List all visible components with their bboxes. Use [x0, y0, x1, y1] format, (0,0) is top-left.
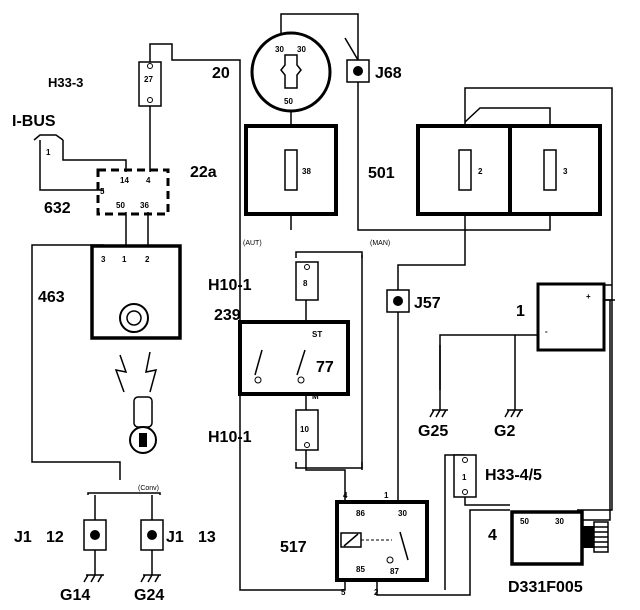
battery-minus: -	[545, 327, 548, 336]
fuse-3-num: 3	[563, 167, 568, 176]
fuse-box-38: 38	[244, 124, 338, 216]
fuse-h33-4-5: 1	[453, 454, 477, 498]
r517-pin-5: 5	[341, 588, 346, 597]
starter-motor: 50 30	[510, 510, 609, 566]
connector-j1-12	[83, 519, 107, 551]
label-517: 517	[280, 539, 307, 556]
starter-gear-icon	[593, 521, 609, 553]
label-aut: (AUT)	[243, 240, 262, 247]
ground-g14-icon	[83, 574, 104, 583]
ibus-pin: 1	[46, 148, 51, 157]
relay-517: 4 1 86 30 85 87 5 2	[335, 491, 429, 597]
h33-45-pin: 1	[462, 473, 467, 482]
m632-pin-5: 5	[100, 187, 105, 196]
m632-pin-36: 36	[140, 201, 149, 210]
label-h10-top: H10-1	[208, 277, 252, 294]
connector-j1-13	[140, 519, 164, 551]
label-463: 463	[38, 289, 65, 306]
m632-pin-50: 50	[116, 201, 125, 210]
label-g14: G14	[60, 587, 90, 604]
module-632: 5 14 4 50 36	[96, 168, 170, 216]
ecu-pin-2: 2	[145, 255, 150, 264]
r517-pin-85: 85	[356, 565, 365, 574]
fuse-h33-3: 27	[138, 61, 162, 107]
sw-pin-77: 77	[316, 359, 334, 376]
ecu-463: 3 1 2	[90, 244, 182, 340]
key-icon	[129, 396, 157, 454]
connector-j68	[346, 59, 370, 83]
r517-pin-30: 30	[398, 509, 407, 518]
label-632: 632	[44, 200, 71, 217]
ground-g25-icon	[429, 409, 448, 418]
fuse-h10-bottom: 10	[295, 409, 319, 451]
label-j1-left-num: 12	[46, 529, 64, 546]
label-j57: J57	[414, 295, 441, 312]
fuse-h10-top: 8	[295, 261, 319, 301]
label-man: (MAN)	[370, 240, 390, 247]
label-22a: 22a	[190, 164, 217, 181]
r517-pin-1: 1	[384, 491, 389, 500]
ecu-pin-3: 3	[101, 255, 106, 264]
m632-pin-4: 4	[146, 176, 151, 185]
label-starter: 4	[488, 527, 497, 544]
label-j1-left: J1	[14, 529, 32, 546]
starter-pin-50: 50	[520, 517, 529, 526]
fuse-box-501: 2 3	[416, 124, 602, 216]
h10-bottom-num: 10	[300, 425, 309, 434]
ground-g24-icon	[140, 574, 161, 583]
label-j68: J68	[375, 65, 402, 82]
wires	[31, 13, 615, 596]
label-501: 501	[368, 165, 395, 182]
label-h33-45: H33-4/5	[485, 467, 542, 484]
label-ibus: I-BUS	[12, 113, 56, 130]
r517-pin-86: 86	[356, 509, 365, 518]
r517-pin-87: 87	[390, 567, 399, 576]
label-ignition-switch: 20	[212, 65, 230, 82]
sw-pin-st: ST	[312, 330, 322, 339]
label-g24: G24	[134, 587, 164, 604]
label-battery: 1	[516, 303, 525, 320]
sw-pin-m: M	[312, 392, 319, 401]
label-conv: (Conv)	[138, 485, 159, 492]
label-g2: G2	[494, 423, 515, 440]
ground-g2-icon	[504, 409, 523, 418]
label-h10-bottom: H10-1	[208, 429, 252, 446]
r517-pin-4: 4	[343, 491, 348, 500]
r517-pin-2: 2	[374, 588, 379, 597]
starter-pin-30: 30	[555, 517, 564, 526]
label-j1-right: J1	[166, 529, 184, 546]
m632-pin-14: 14	[120, 176, 129, 185]
h10-top-num: 8	[303, 279, 308, 288]
label-239: 239	[214, 307, 241, 324]
switch-239: ST 77 M	[238, 320, 350, 401]
ign-pin-30b: 30	[297, 45, 306, 54]
fuse-2-num: 2	[478, 167, 483, 176]
battery: + -	[536, 282, 606, 352]
ecu-pin-1: 1	[122, 255, 127, 264]
diagram-id: D331F005	[508, 579, 583, 596]
signal-arrows-icon	[114, 351, 158, 393]
ign-pin-50: 50	[284, 97, 293, 106]
label-g25: G25	[418, 423, 448, 440]
label-h33-3: H33-3	[48, 75, 83, 90]
ign-pin-30a: 30	[275, 45, 284, 54]
ignition-switch: 30 30 50	[250, 31, 332, 113]
connector-j57	[386, 289, 410, 313]
fuse-h33-3-num: 27	[144, 75, 153, 84]
fuse-38-num: 38	[302, 167, 311, 176]
battery-plus: +	[586, 292, 591, 301]
label-j1-right-num: 13	[198, 529, 216, 546]
